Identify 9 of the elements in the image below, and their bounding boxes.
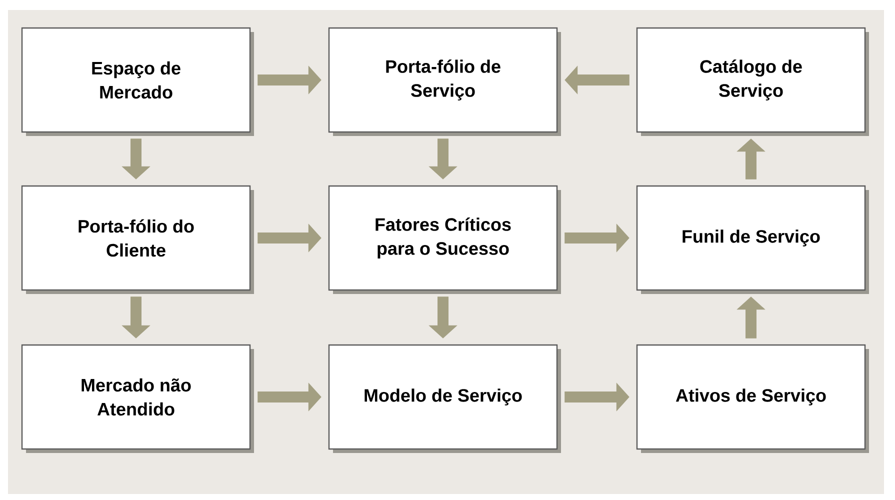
process-box: Modelo de Serviço [328,344,561,453]
process-box: Espaço de Mercado [21,27,254,136]
process-box: Fatores Críticos para o Sucesso [328,185,561,294]
process-box: Catálogo de Serviço [636,27,869,136]
process-box: Porta-fólio do Cliente [21,185,254,294]
process-box: Mercado não Atendido [21,344,254,453]
process-box: Funil de Serviço [636,185,869,294]
process-box: Ativos de Serviço [636,344,869,453]
process-box: Porta-fólio de Serviço [328,27,561,136]
